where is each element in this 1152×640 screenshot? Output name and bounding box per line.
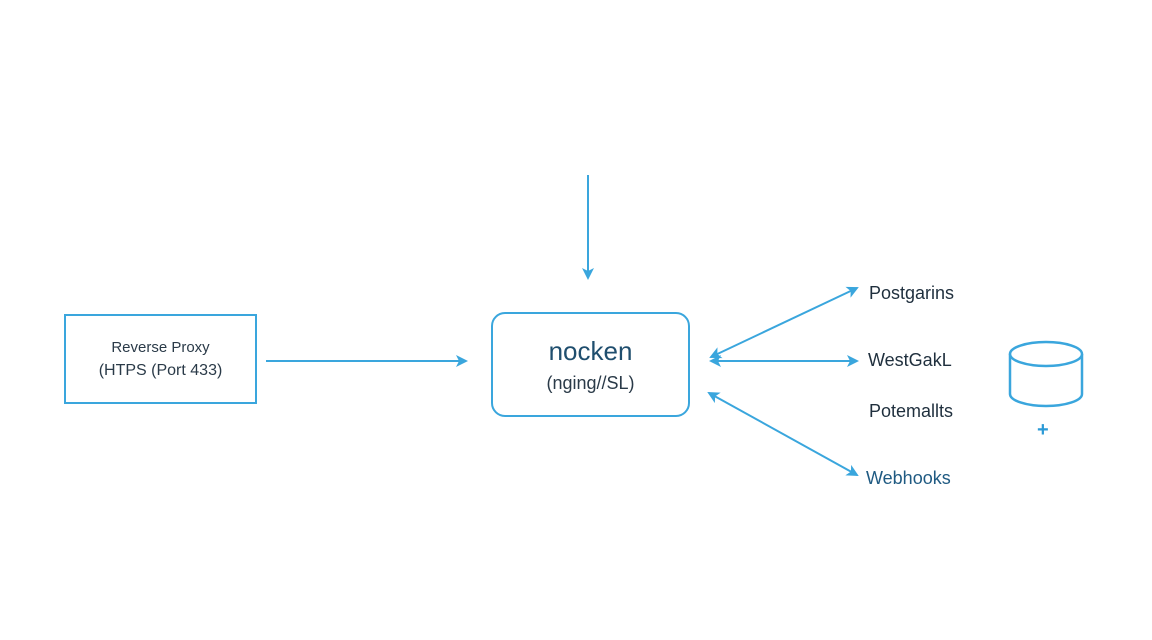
reverse-proxy-title: Reverse Proxy <box>111 338 210 356</box>
reverse-proxy-port: (HTPS (Port 433) <box>98 361 223 379</box>
reverse-proxy-node: Reverse Proxy (HTPS (Port 433) <box>64 314 257 404</box>
center-node-title: nocken <box>548 335 633 366</box>
target-label-webhooks: Webhooks <box>866 468 951 488</box>
database-icon <box>1008 340 1084 408</box>
center-to-postgres-arrow <box>709 286 859 359</box>
center-node: nocken (nging//SL) <box>491 312 690 417</box>
target-label-westgakl: WestGakL <box>868 350 952 370</box>
plus-icon[interactable]: + <box>1037 419 1049 441</box>
target-label-potemallts: Potemallts <box>869 401 954 421</box>
center-node-subtitle: (nging//SL) <box>546 372 635 393</box>
center-to-webhooks-arrow <box>707 392 859 476</box>
target-label-postgres: Postgarins <box>869 283 955 303</box>
